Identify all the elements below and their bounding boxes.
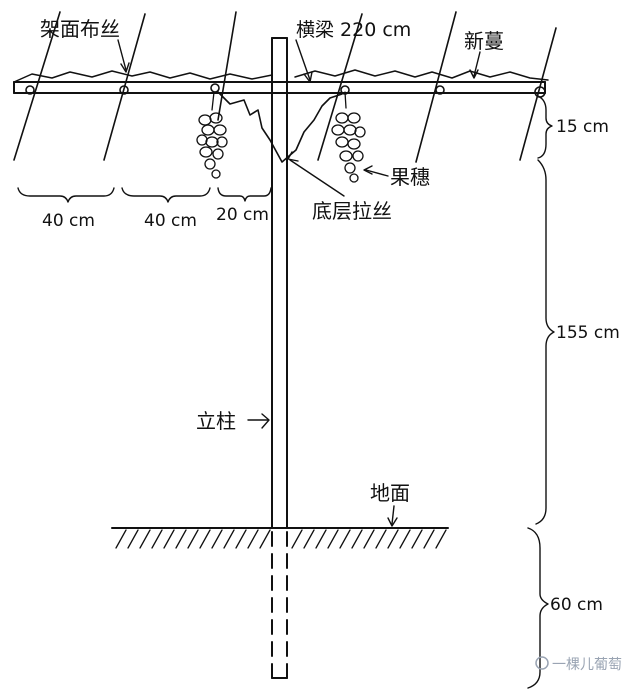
post <box>271 37 288 679</box>
bottom-wire <box>217 91 343 163</box>
ground <box>111 527 449 549</box>
label-trellis-wires: 架面布丝 <box>40 17 120 41</box>
label-crossbeam: 横梁 220 cm <box>296 19 411 41</box>
watermark-logo-icon <box>535 656 549 670</box>
spacing-braces <box>17 187 272 203</box>
dimension-spacing-2: 40 cm <box>144 211 197 231</box>
label-ground: 地面 <box>370 481 410 505</box>
crossbeam <box>13 81 546 94</box>
wire-knots <box>25 83 546 98</box>
leader-lines <box>117 39 481 527</box>
watermark: 一棵儿葡萄 <box>535 656 622 673</box>
dimension-spacing-3: 20 cm <box>216 205 269 225</box>
dimension-height-mid: 155 cm <box>556 323 620 343</box>
dimension-spacing-1: 40 cm <box>42 211 95 231</box>
dimension-depth-below: 60 cm <box>550 595 603 615</box>
fruit-cluster-left <box>196 91 228 179</box>
label-new-shoots: 新蔓 <box>464 29 504 53</box>
height-braces <box>527 95 555 689</box>
label-post: 立柱 <box>196 409 236 433</box>
dimension-height-top: 15 cm <box>556 117 609 137</box>
label-bottom-wire: 底层拉丝 <box>312 199 392 223</box>
watermark-text: 一棵儿葡萄 <box>552 657 622 673</box>
fruit-cluster-right <box>331 91 366 183</box>
label-fruit-cluster: 果穗 <box>390 165 430 189</box>
new-shoots <box>13 11 557 163</box>
canopy-foliage <box>13 69 549 83</box>
